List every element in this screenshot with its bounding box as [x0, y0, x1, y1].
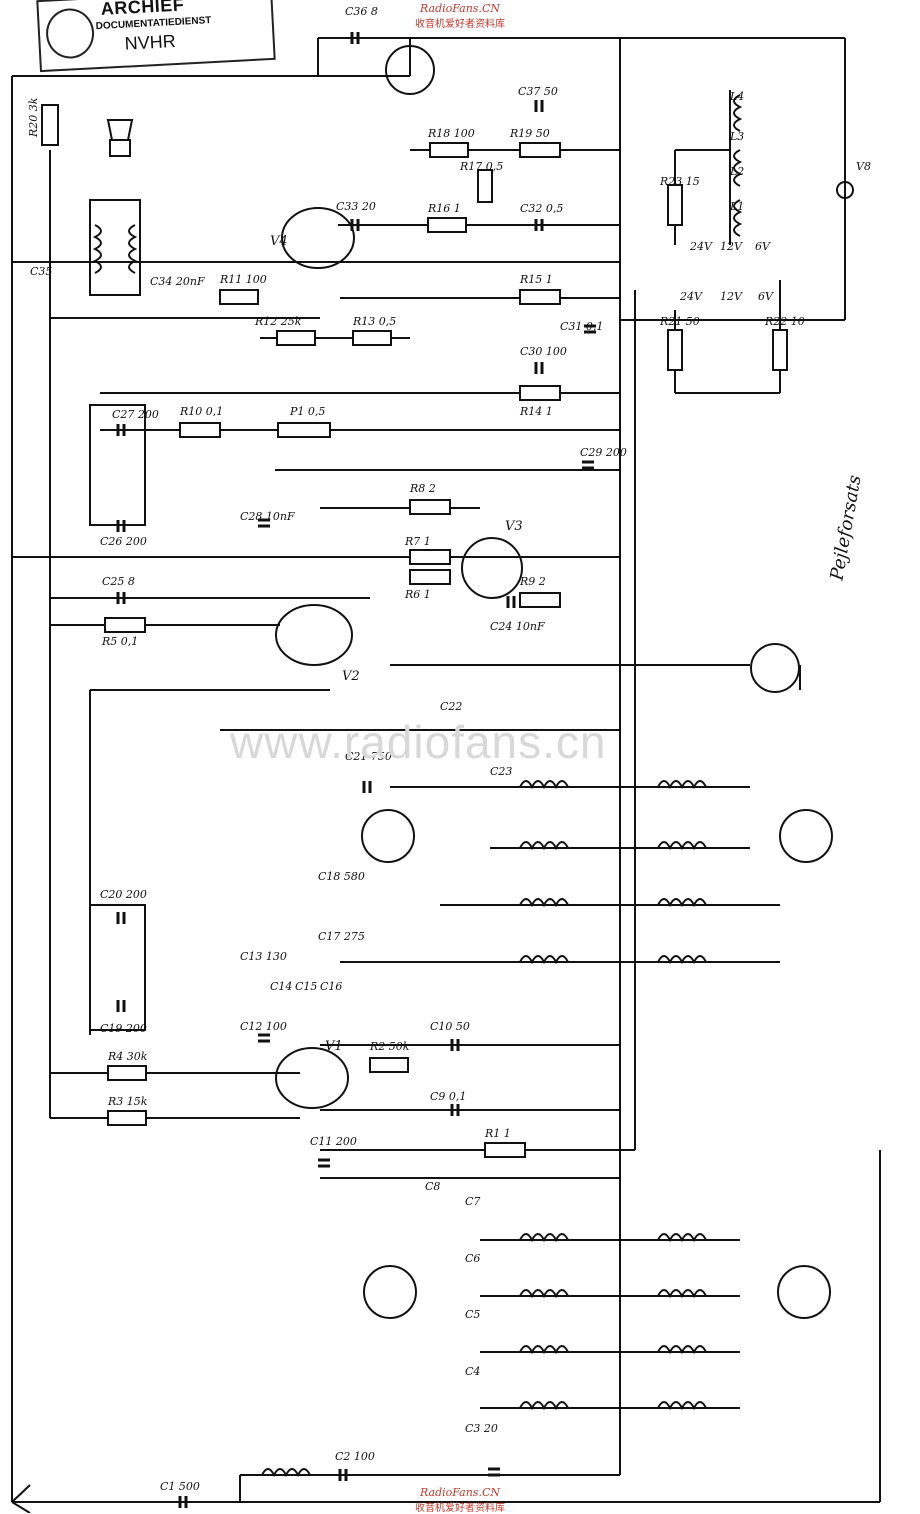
label-c26: C26 200: [100, 535, 147, 548]
label-c33: C33 20: [336, 200, 376, 213]
label-r4: R4 30k: [107, 1050, 148, 1063]
label-c36: C36 8: [345, 5, 378, 18]
label-c12: C12 100: [240, 1020, 287, 1033]
label-24v-a: 24V: [689, 240, 713, 253]
label-c11: C11 200: [310, 1135, 357, 1148]
stamp-line3: NVHR: [124, 31, 177, 54]
label-c30: C30 100: [520, 345, 567, 358]
label-l1: L1: [729, 200, 744, 213]
label-c18: C18 580: [318, 870, 365, 883]
site-subtitle-bottom: 收音机爱好者资料库: [415, 1503, 505, 1514]
label-c25: C25 8: [102, 575, 135, 588]
site-footer: RadioFans.CN 收音机爱好者资料库: [400, 1486, 520, 1514]
label-c29: C29 200: [580, 446, 627, 459]
site-subtitle-top: 收音机爱好者资料库: [415, 19, 505, 30]
site-name-bottom: RadioFans.CN: [420, 1486, 500, 1499]
label-c8: C8: [425, 1180, 440, 1193]
label-c5: C5: [465, 1308, 480, 1321]
label-r3: R3 15k: [107, 1095, 148, 1108]
label-c10: C10 50: [430, 1020, 470, 1033]
label-r9: R9 2: [519, 575, 546, 588]
label-l4: L4: [729, 90, 744, 103]
label-r23: R23 15: [659, 175, 700, 188]
label-c2: C2 100: [335, 1450, 375, 1463]
archive-stamp: ARCHIEF DOCUMENTATIEDIENST NVHR: [36, 0, 276, 73]
label-c20: C20 200: [100, 888, 147, 901]
label-c32: C32 0,5: [520, 202, 563, 215]
label-r12: R12 25k: [254, 315, 302, 328]
label-c14: C14: [270, 980, 292, 993]
label-r20: R20 3k: [27, 97, 40, 138]
label-c13: C13 130: [240, 950, 287, 963]
label-r5: R5 0,1: [101, 635, 138, 648]
label-c23: C23: [490, 765, 512, 778]
label-c6: C6: [465, 1252, 480, 1265]
label-6v-a: 6V: [755, 240, 771, 253]
label-c24: C24 10nF: [490, 620, 545, 633]
label-r15: R15 1: [519, 273, 553, 286]
label-r14: R14 1: [519, 405, 553, 418]
label-r7: R7 1: [404, 535, 431, 548]
label-c19: C19 200: [100, 1022, 147, 1035]
site-header: RadioFans.CN 收音机爱好者资料库: [400, 2, 520, 30]
label-c15: C15: [295, 980, 317, 993]
label-r18: R18 100: [427, 127, 475, 140]
label-c31: C31 0,1: [560, 320, 603, 333]
archive-logo-icon: [44, 7, 96, 60]
label-12v-b: 12V: [720, 290, 743, 303]
label-c7: C7: [465, 1195, 480, 1208]
watermark: www.radiofans.cn: [230, 716, 607, 768]
label-r6: R6 1: [404, 588, 431, 601]
label-r21: R21 50: [659, 315, 700, 328]
section-label: Pejleforsats: [826, 473, 865, 583]
label-v8: V8: [856, 160, 871, 173]
label-c22: C22: [440, 700, 462, 713]
label-r16: R16 1: [427, 202, 461, 215]
label-r11: R11 100: [219, 273, 267, 286]
label-r2: R2 50k: [369, 1040, 410, 1053]
label-r1: R1 1: [484, 1127, 511, 1140]
label-v3: V3: [505, 519, 523, 534]
label-v2: V2: [342, 669, 360, 684]
label-v1: V1: [325, 1039, 343, 1054]
label-c35: C35: [30, 265, 52, 278]
label-r8: R8 2: [409, 482, 436, 495]
label-v4: V4: [270, 234, 288, 249]
label-r10: R10 0,1: [179, 405, 223, 418]
label-c28: C28 10nF: [240, 510, 295, 523]
label-r22: R22 10: [764, 315, 805, 328]
label-c16: C16: [320, 980, 342, 993]
label-c37: C37 50: [518, 85, 558, 98]
label-6v-b: 6V: [758, 290, 774, 303]
label-r19: R19 50: [509, 127, 550, 140]
label-l3: L3: [729, 130, 744, 143]
label-c34: C34 20nF: [150, 275, 205, 288]
label-c9: C9 0,1: [430, 1090, 466, 1103]
label-c27: C27 200: [112, 408, 159, 421]
label-r17: R17 0,5: [459, 160, 503, 173]
label-l2: L2: [729, 165, 744, 178]
label-12v-a: 12V: [720, 240, 743, 253]
label-p1: P1 0,5: [289, 405, 325, 418]
label-c17: C17 275: [318, 930, 365, 943]
label-c21: C21 750: [345, 750, 392, 763]
label-c4: C4: [465, 1365, 480, 1378]
label-c1: C1 500: [160, 1480, 200, 1493]
site-name-top: RadioFans.CN: [420, 2, 500, 15]
label-r13: R13 0,5: [352, 315, 396, 328]
label-c3: C3 20: [465, 1422, 498, 1435]
label-24v-b: 24V: [679, 290, 703, 303]
